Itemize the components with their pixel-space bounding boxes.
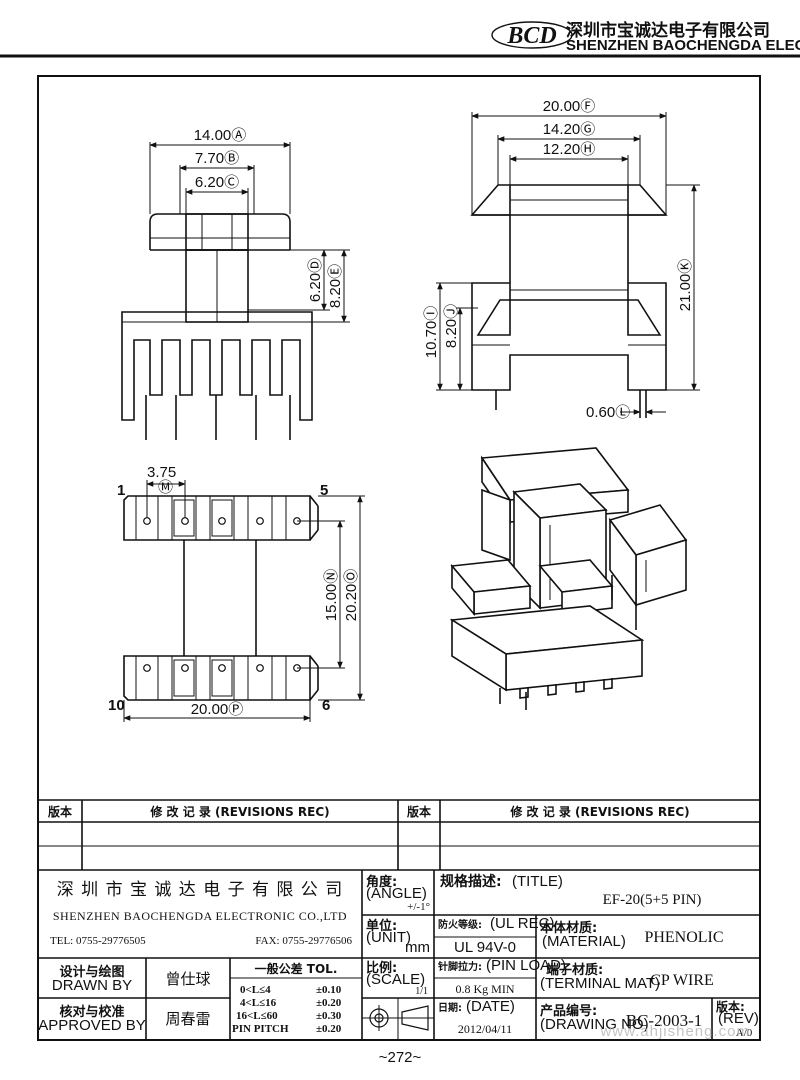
- tb-date-label: 日期:: [438, 1001, 462, 1014]
- tb-approved-value: 周春雷: [165, 1010, 210, 1028]
- tb-tol-value-0: ±0.10: [316, 984, 342, 996]
- tb-company-cn: 深 圳 市 宝 诚 达 电 子 有 限 公 司: [57, 880, 343, 900]
- sheet-border: [37, 75, 761, 1041]
- company-logo: BCD: [491, 21, 573, 49]
- tb-fax: FAX: 0755-29776506: [255, 935, 352, 947]
- tb-tol-range-2: 16<L≤60: [236, 1010, 278, 1022]
- rev-title-right: 修 改 记 录 (REVISIONS REC): [509, 804, 689, 819]
- side-view: 20.00Ⓕ 14.20Ⓖ 12.20Ⓗ 21.00Ⓚ 10.70Ⓘ 8.20Ⓙ…: [423, 98, 700, 421]
- dim-i-label: 10.70Ⓘ: [423, 306, 440, 359]
- tb-tol-range-3: PIN PITCH: [232, 1023, 289, 1035]
- tb-ul-en: (UL REC): [490, 915, 554, 932]
- tb-title-label: 规格描述:: [440, 873, 502, 890]
- bottom-view: 1 5 10 6 3.75 Ⓜ 15.00Ⓝ 20.20Ⓞ 20.00Ⓟ: [108, 464, 365, 722]
- tb-pin-load-en: (PIN LOAD): [486, 957, 566, 974]
- rev-title-left: 修 改 记 录 (REVISIONS REC): [149, 804, 329, 819]
- tb-tol-range-1: 4<L≤16: [240, 997, 277, 1009]
- dim-j-label: 8.20Ⓙ: [443, 304, 460, 348]
- tb-angle-value: +/-1°: [407, 901, 430, 913]
- tb-tol-value-1: ±0.20: [316, 997, 342, 1009]
- dim-e-label: 8.20Ⓔ: [327, 264, 344, 308]
- tb-rev-no-en: (REV): [718, 1010, 759, 1027]
- tb-tel: TEL: 0755-29776505: [50, 935, 146, 947]
- dim-n-label: 15.00Ⓝ: [323, 569, 340, 622]
- tb-terminal-value: CP WIRE: [650, 972, 714, 989]
- page-number: ~272~: [379, 1049, 422, 1066]
- dim-o-label: 20.20Ⓞ: [343, 569, 360, 622]
- tb-drawing-no-label: 产品编号:: [540, 1003, 597, 1019]
- pin-6-label: 6: [322, 697, 330, 714]
- tb-pin-load-label: 针脚拉力:: [438, 960, 482, 973]
- tb-ul-label: 防火等级:: [438, 918, 482, 931]
- rev-label-left: 版本: [48, 804, 72, 819]
- tb-terminal-en: (TERMINAL MAT): [540, 975, 660, 992]
- tb-tol-range-0: 0<L≤4: [240, 984, 271, 996]
- tb-material-en: (MATERIAL): [542, 933, 626, 950]
- dim-h-label: 12.20Ⓗ: [543, 141, 596, 158]
- rev-label-right: 版本: [407, 804, 431, 819]
- dim-d-label: 6.20Ⓓ: [307, 258, 324, 302]
- tb-pin-load-value: 0.8 Kg MIN: [456, 982, 515, 996]
- tb-unit-label: 单位:: [366, 918, 397, 934]
- tb-ul-value: UL 94V-0: [454, 939, 516, 956]
- pin-1-label: 1: [117, 482, 125, 499]
- dim-l-label: 0.60Ⓛ: [586, 404, 630, 421]
- dim-m-label: 3.75: [147, 464, 176, 481]
- dim-m-mark: Ⓜ: [158, 479, 173, 496]
- tb-material-value: PHENOLIC: [644, 929, 723, 946]
- tb-rev-no-value: A/0: [736, 1027, 753, 1039]
- dim-g-label: 14.20Ⓖ: [543, 121, 596, 138]
- tb-tol-value-2: ±0.30: [316, 1010, 342, 1022]
- tb-rev-no-label: 版本:: [716, 999, 745, 1014]
- tb-approved-en: APPROVED BY: [38, 1017, 146, 1034]
- tb-terminal-label: 端子材质:: [546, 962, 603, 978]
- header: BCD 深圳市宝诚达电子有限公司 SHENZHEN BAOCHENGDA ELE…: [0, 20, 800, 58]
- tb-approved-label: 核对与校准: [59, 1004, 124, 1020]
- title-block: 版本 修 改 记 录 (REVISIONS REC) 版本 修 改 记 录 (R…: [38, 799, 760, 1040]
- tb-title-value: EF-20(5+5 PIN): [603, 892, 702, 908]
- logo-text: BCD: [506, 23, 556, 49]
- dim-c-label: 6.20Ⓒ: [195, 174, 239, 191]
- tb-drawn-label: 设计与绘图: [59, 964, 124, 980]
- tb-tol-title: 一般公差 TOL.: [255, 961, 338, 976]
- tb-drawing-no-value: BC-2003-1: [626, 1011, 703, 1030]
- tb-date-en: (DATE): [466, 998, 515, 1015]
- tb-scale-label: 比例:: [366, 960, 397, 976]
- dim-k-label: 21.00Ⓚ: [677, 259, 694, 312]
- dim-p-label: 20.00Ⓟ: [191, 701, 244, 718]
- tb-material-label: 本体材质:: [540, 920, 597, 936]
- watermark-text: www.ahjisheng.com: [599, 1023, 750, 1040]
- tb-scale-en: (SCALE): [366, 971, 425, 988]
- tb-unit-en: (UNIT): [366, 929, 411, 946]
- tb-company-en: SHENZHEN BAOCHENGDA ELECTRONIC CO.,LTD: [53, 909, 347, 923]
- tb-angle-label: 角度:: [366, 874, 397, 890]
- tb-unit-value: mm: [405, 939, 430, 956]
- header-company-en: SHENZHEN BAOCHENGDA ELECTRONIC.,LTD: [566, 37, 800, 54]
- tb-drawn-value: 曾仕球: [165, 970, 210, 988]
- isometric-view: [449, 447, 688, 710]
- dim-a-label: 14.00Ⓐ: [194, 127, 247, 144]
- pin-10-label: 10: [108, 697, 125, 714]
- tb-date-value: 2012/04/11: [458, 1022, 512, 1036]
- dim-f-label: 20.00Ⓕ: [543, 98, 596, 115]
- tb-scale-value: 1/1: [415, 986, 428, 997]
- front-view: 14.00Ⓐ 7.70Ⓑ 6.20Ⓒ 6.20Ⓓ 8.20Ⓔ: [121, 127, 350, 440]
- tb-drawn-en: DRAWN BY: [52, 977, 132, 994]
- tb-drawing-no-en: (DRAWING NO): [540, 1016, 649, 1033]
- pin-5-label: 5: [320, 482, 328, 499]
- dim-b-label: 7.70Ⓑ: [195, 150, 239, 167]
- tb-angle-en: (ANGLE): [366, 885, 427, 902]
- header-company-cn: 深圳市宝诚达电子有限公司: [566, 20, 770, 41]
- tb-title-en: (TITLE): [512, 873, 563, 890]
- projection-symbol-icon: [366, 1005, 430, 1031]
- tb-tol-value-3: ±0.20: [316, 1023, 342, 1035]
